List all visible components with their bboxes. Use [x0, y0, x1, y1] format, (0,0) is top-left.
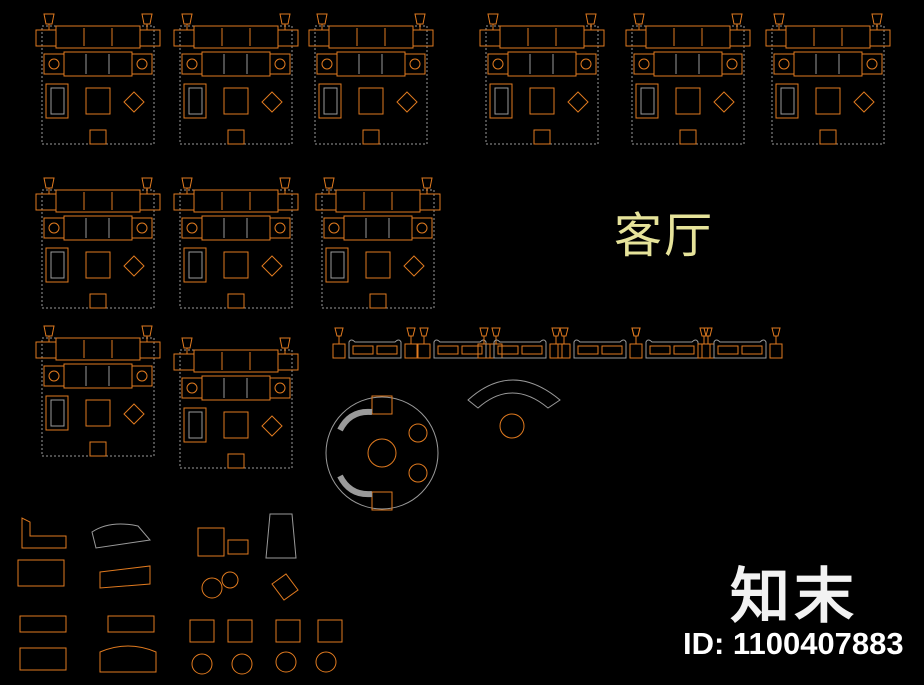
- drawing-title: 客厅: [614, 208, 715, 264]
- brand-logo-text: 知末: [730, 562, 858, 632]
- chaise-lounges: [17, 517, 157, 673]
- round-sofa-set: [325, 395, 439, 511]
- armchairs: [189, 513, 343, 675]
- id-label: ID: 1100407883: [683, 626, 904, 661]
- curved-sofa: [467, 379, 561, 439]
